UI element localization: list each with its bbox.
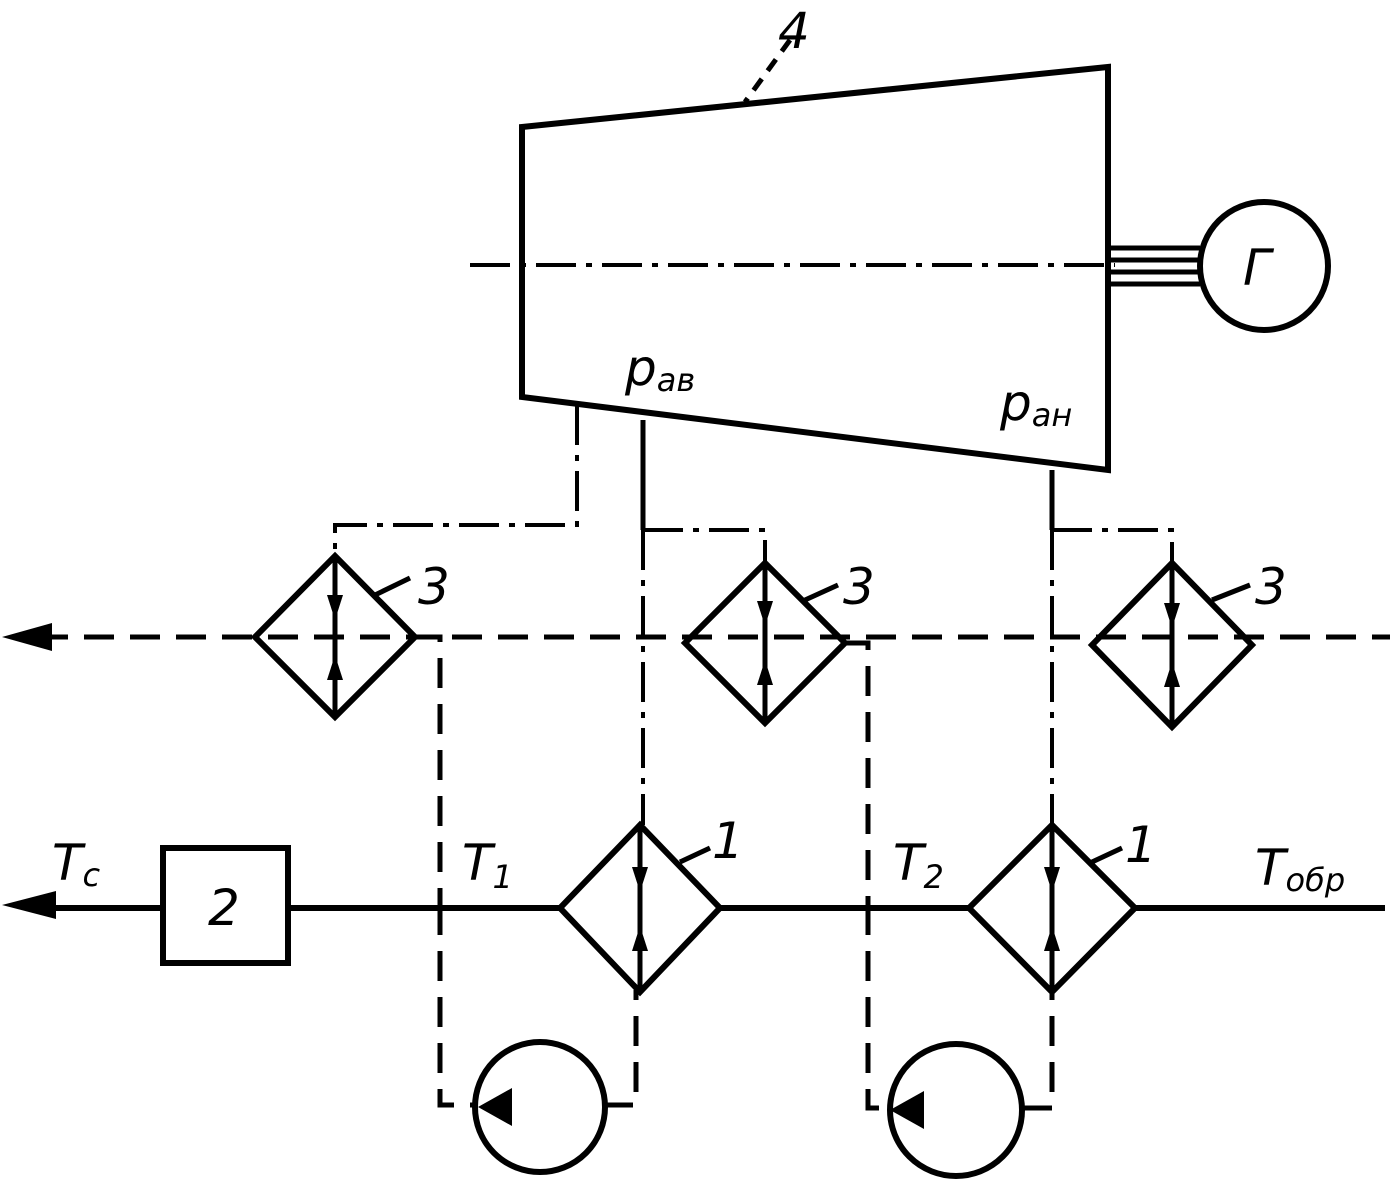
- extraction-upper-label: pав: [624, 339, 695, 399]
- heater-1a: [555, 820, 725, 997]
- dashed-loop-right-a: [845, 640, 871, 905]
- peak-boiler-label: 2: [208, 879, 240, 937]
- dashed-loop-left-c: [603, 990, 639, 1108]
- heater-1b-label: 1: [1125, 816, 1157, 874]
- heater-3b: [680, 558, 850, 728]
- heater-3c: [1087, 558, 1257, 732]
- shaft: [1108, 245, 1200, 287]
- dashed-line-arrow: [2, 623, 52, 651]
- return-temp-label: Tобр: [1255, 839, 1345, 899]
- heater-1a-leader: [678, 845, 712, 865]
- heater-3a: [250, 551, 420, 722]
- peak-boiler-box: [160, 845, 291, 966]
- dashed-loop-right-c: [1022, 990, 1055, 1111]
- turbine-number-label: 4: [778, 2, 810, 60]
- network-water-arrow: [2, 891, 56, 919]
- heater-1b-leader: [1090, 845, 1124, 865]
- steam-line-hx3-c: [1052, 528, 1174, 565]
- turbine-label-leader: [742, 38, 793, 104]
- heater-3a-label: 3: [418, 558, 450, 616]
- generator-label: Г: [1243, 239, 1275, 297]
- steam-line-hx3-a: [333, 405, 579, 560]
- heater-3b-leader: [803, 582, 840, 603]
- t1-label: T1: [462, 834, 513, 896]
- turbine-body: [519, 63, 1111, 474]
- heater-1a-label: 1: [712, 812, 744, 870]
- heater-3c-label: 3: [1255, 558, 1287, 616]
- heater-3c-leader: [1211, 582, 1251, 603]
- steam-line-hx3-b: [643, 528, 767, 565]
- dashed-loop-right-b: [865, 905, 888, 1111]
- generator-circle: [1197, 199, 1331, 333]
- pump-left: [472, 1039, 608, 1175]
- heater-3a-leader: [373, 575, 412, 598]
- heater-1b: [964, 820, 1140, 997]
- supply-temp-label: Tc: [52, 834, 101, 894]
- t2-label: T2: [893, 834, 944, 896]
- extraction-lower-label: pан: [999, 374, 1072, 434]
- dashed-loop-left-a: [415, 634, 443, 905]
- dashed-loop-left-b: [437, 905, 475, 1108]
- heater-3b-label: 3: [843, 558, 875, 616]
- pump-right: [887, 1041, 1025, 1179]
